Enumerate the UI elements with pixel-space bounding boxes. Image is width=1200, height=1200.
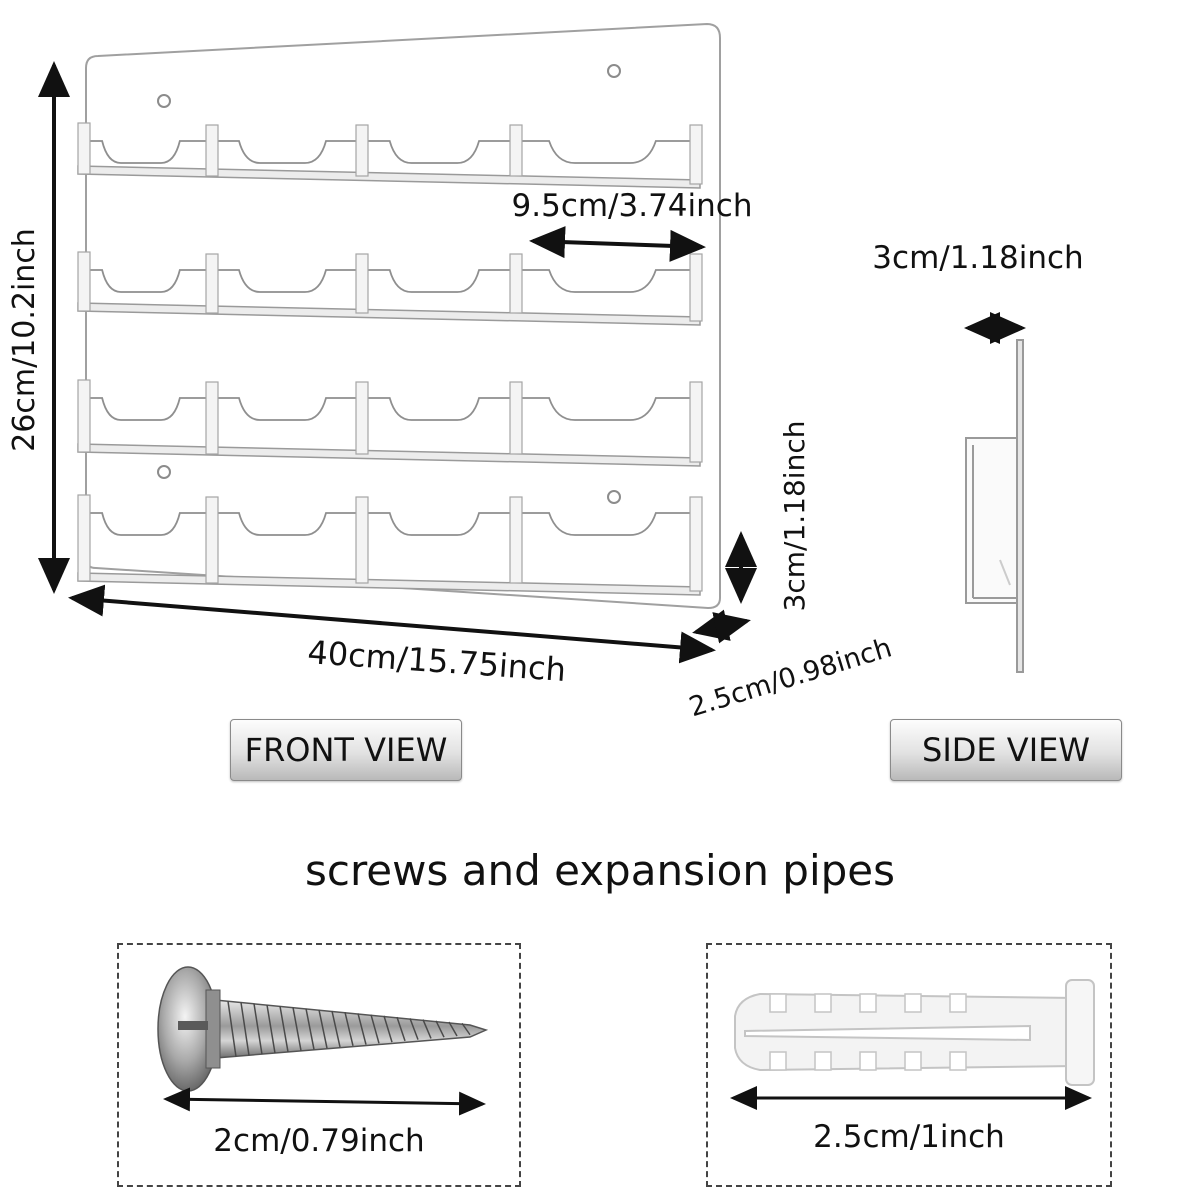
- pocket-width-arrow: [529, 226, 706, 262]
- pocket-width-label: 9.5cm/3.74inch: [512, 188, 753, 224]
- pocket-divider: [205, 253, 219, 314]
- screw-thread: [435, 1020, 445, 1038]
- pocket-divider: [77, 379, 91, 453]
- pocket-end-wall: [689, 124, 703, 185]
- screw-length-arrow: [163, 1087, 486, 1116]
- screw-thread: [409, 1018, 419, 1040]
- anchor-rib: [814, 993, 832, 1013]
- mounting-hole-top-right: [607, 64, 621, 78]
- pocket-divider: [205, 496, 219, 584]
- anchor-rib: [814, 1051, 832, 1071]
- anchor-rib: [859, 993, 877, 1013]
- pocket-lip: [84, 397, 206, 421]
- screw-thread: [461, 1022, 471, 1036]
- screw-thread: [344, 1012, 354, 1046]
- screw-thread: [422, 1019, 432, 1039]
- pocket-lip: [368, 397, 510, 421]
- screw-thread: [396, 1016, 406, 1042]
- screw-thread: [227, 1001, 237, 1057]
- pocket-row: [77, 122, 703, 189]
- screw-thread: [240, 1002, 250, 1056]
- screw-thread: [279, 1005, 289, 1053]
- screw-thread: [266, 1004, 276, 1054]
- side-view-profile: [965, 339, 1024, 673]
- mounting-hole-bottom-right: [607, 490, 621, 504]
- screw-thread: [331, 1010, 341, 1048]
- pocket-depth-label: 2.5cm/0.98inch: [686, 632, 896, 723]
- pocket-divider: [355, 381, 369, 455]
- pocket-end-wall: [689, 381, 703, 463]
- pocket-lip: [368, 269, 510, 293]
- side-view-button[interactable]: SIDE VIEW: [890, 719, 1122, 781]
- mounting-hole-top-left: [157, 94, 171, 108]
- pocket-lip: [522, 512, 694, 536]
- pocket-end-wall: [689, 253, 703, 322]
- anchor-length-label: 2.5cm/1inch: [813, 1119, 1005, 1155]
- pocket-lip: [84, 512, 206, 536]
- hardware-title: screws and expansion pipes: [304, 846, 895, 895]
- pocket-divider: [355, 496, 369, 584]
- dimension-arrows: [38, 60, 1026, 664]
- pocket-divider: [509, 253, 523, 314]
- anchor-rib: [904, 1051, 922, 1071]
- pocket-depth-arrow: [692, 609, 751, 644]
- pocket-lip: [218, 140, 356, 164]
- pocket-lip: [522, 397, 694, 421]
- screw-box: 2cm/0.79inch: [117, 943, 521, 1187]
- pocket-divider: [355, 124, 369, 177]
- pocket-lip: [368, 512, 510, 536]
- pocket-divider: [509, 124, 523, 177]
- anchor-rib: [859, 1051, 877, 1071]
- screw-thread: [318, 1009, 328, 1049]
- pocket-divider: [77, 494, 91, 582]
- pocket-divider: [509, 496, 523, 584]
- pocket-divider: [77, 122, 91, 175]
- pocket-lip: [368, 140, 510, 164]
- pocket-end-wall: [689, 496, 703, 592]
- screw-thread: [357, 1013, 367, 1045]
- pocket-divider: [205, 381, 219, 455]
- anchor-rib: [769, 1051, 787, 1071]
- anchor-rib: [949, 1051, 967, 1071]
- mounting-hole-bottom-left: [157, 465, 171, 479]
- anchor-rib: [769, 993, 787, 1013]
- pocket-height-label: 3cm/1.18inch: [778, 421, 811, 612]
- width-arrow: [68, 584, 716, 664]
- screw-length-label: 2cm/0.79inch: [213, 1123, 425, 1159]
- anchor-box: 2.5cm/1inch: [706, 943, 1112, 1187]
- anchor-illustration: [734, 979, 1095, 1086]
- pocket-lip: [522, 269, 694, 293]
- pocket-row: [77, 379, 703, 467]
- pocket-divider: [205, 124, 219, 177]
- pocket-lip: [522, 140, 694, 164]
- anchor-rib: [904, 993, 922, 1013]
- pocket-rows: [77, 122, 703, 596]
- height-label: 26cm/10.2inch: [7, 228, 42, 452]
- screw-thread: [383, 1015, 393, 1043]
- width-label: 40cm/15.75inch: [306, 633, 567, 689]
- pocket-lip: [218, 397, 356, 421]
- pocket-row: [77, 251, 703, 326]
- screw-thread: [292, 1007, 302, 1051]
- front-view-button[interactable]: FRONT VIEW: [230, 719, 462, 781]
- pocket-divider: [509, 381, 523, 455]
- screw-thread: [448, 1021, 458, 1037]
- screw-illustration: [157, 966, 489, 1092]
- anchor-rib: [949, 993, 967, 1013]
- screw-thread: [370, 1014, 380, 1044]
- mounting-holes: [157, 64, 621, 504]
- screw-thread: [305, 1008, 315, 1050]
- pocket-lip: [218, 512, 356, 536]
- pocket-lip: [84, 140, 206, 164]
- screw-thread: [253, 1003, 263, 1055]
- side-depth-label: 3cm/1.18inch: [872, 240, 1083, 276]
- pocket-divider: [355, 253, 369, 314]
- pocket-lip: [84, 269, 206, 293]
- pocket-divider: [77, 251, 91, 312]
- pocket-lip: [218, 269, 356, 293]
